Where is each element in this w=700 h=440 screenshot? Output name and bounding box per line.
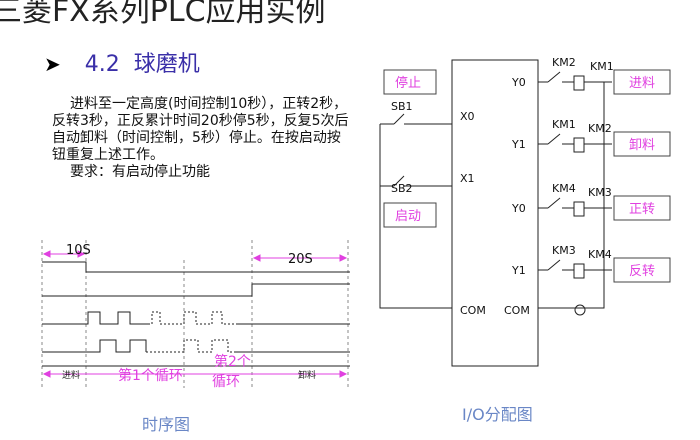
terminal-y-3: Y0 [511,202,526,215]
power-source-icon [574,304,586,316]
output-box-4 [613,257,671,283]
wave-unload [42,283,350,297]
wave-forward [42,311,148,325]
seg-cycle2-line1: 第2个 [214,353,251,370]
interlock-3: KM4 [552,182,576,195]
timing-arrows [42,250,348,378]
bullet-arrow-icon: ➤ [44,52,61,76]
start-label: 启动 [395,209,421,224]
wire-com-out [538,82,605,309]
label-20s: 20S [288,252,313,267]
wire-com-in [379,124,452,309]
wave-reverse-cont [146,339,236,353]
sb2-contact [393,175,405,187]
label-sb1: SB1 [391,100,413,113]
terminal-y-1: Y0 [511,76,526,89]
seg-cycle1: 第1个循环 [118,367,183,384]
output-box-1 [613,69,671,95]
label-x0: X0 [460,110,475,123]
io-diagram [379,59,612,367]
label-x1: X1 [460,172,475,185]
wave-feed [42,261,350,273]
label-com-out: COM [504,304,530,317]
output-label-2: 卸料 [629,137,655,153]
interlock-4: KM3 [552,244,576,257]
requirement-text: 要求：有启动停止功能 [70,164,210,180]
label-boxes: 停止 启动 进料 卸料 正转 反转 [383,69,671,283]
coil-4: KM4 [588,248,612,261]
coil-3: KM3 [588,186,612,199]
output-box-2 [613,131,671,157]
timing-caption: 时序图 [142,415,190,434]
label-com-in: COM [460,304,486,317]
output-label-4: 反转 [629,264,655,279]
description-block: 进料至一定高度(时间控制10秒），正转2秒，反转3秒，正反累计时间20秒停5秒，… [52,96,352,181]
wave-forward-cont [148,311,236,325]
section-name: 球磨机 [133,52,200,77]
timing-diagram [41,240,350,388]
coil-2: KM2 [588,122,612,135]
terminal-y-4: Y1 [511,264,526,277]
section-number: 4.2 [84,52,120,77]
output-label-3: 正转 [629,202,655,217]
seg-feed: 进料 [62,369,80,381]
io-caption: I/O分配图 [462,405,533,424]
interlock-2: KM1 [552,118,576,131]
seg-cycle2-line2: 循环 [212,374,240,390]
start-box [383,202,437,228]
coil-1: KM1 [590,60,614,73]
output-box-3 [613,195,671,221]
stop-box [383,69,437,95]
description-text: 进料至一定高度(时间控制10秒），正转2秒，反转3秒，正反累计时间20秒停5秒，… [52,96,349,163]
output-rung-2 [538,133,612,153]
output-rung-4 [538,259,612,279]
output-rung-3 [538,197,612,217]
wave-reverse [42,339,147,353]
terminal-y-2: Y1 [511,138,526,151]
plc-body [451,59,539,367]
sb1-contact [393,113,405,125]
label-10s: 10S [66,243,91,258]
output-rung-1 [538,71,612,91]
page-title: 三菱FX系列PLC应用实例 [0,0,326,29]
label-sb2: SB2 [391,182,413,195]
interlock-1: KM2 [552,56,576,69]
section-heading: ➤ 4.2 球磨机 [44,46,200,78]
stop-label: 停止 [395,75,421,91]
seg-unload: 卸料 [298,369,316,381]
output-label-1: 进料 [629,76,655,91]
